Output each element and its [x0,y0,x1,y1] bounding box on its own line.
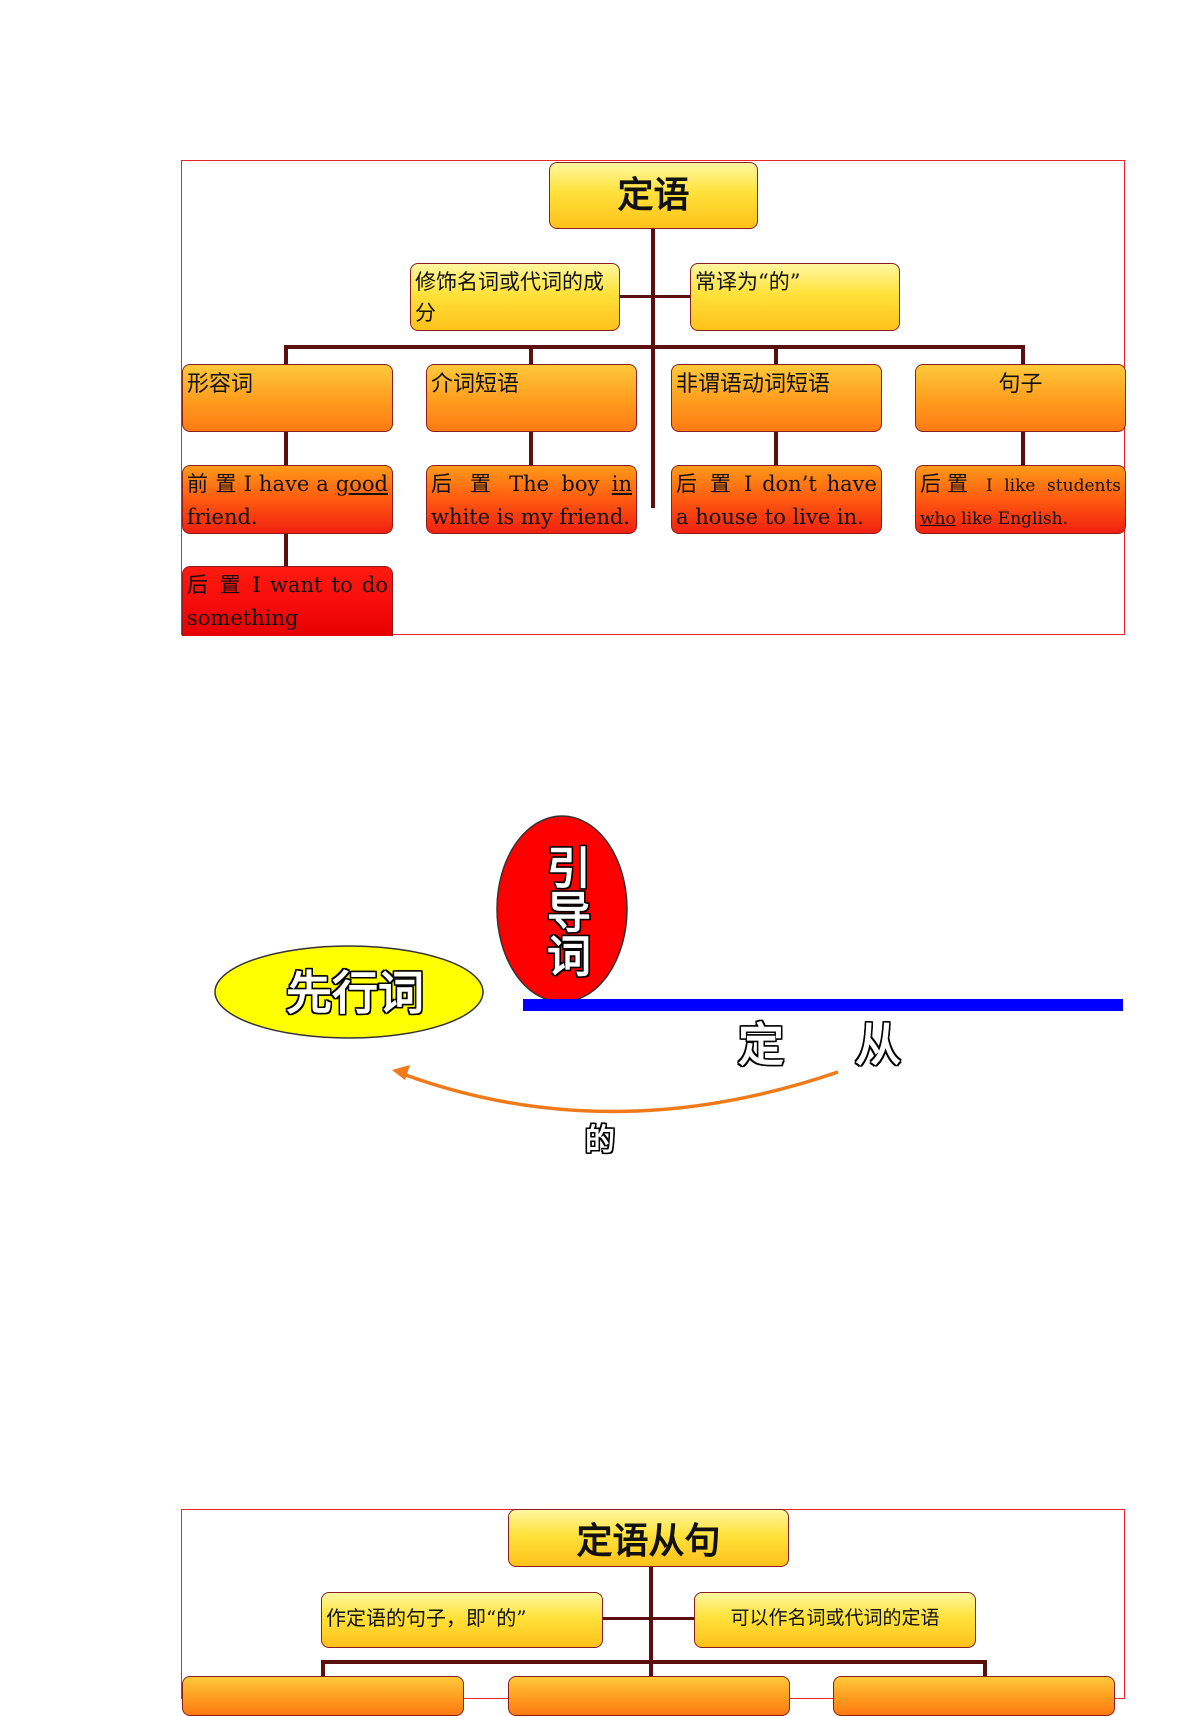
connector-cat-1 [321,1660,325,1680]
category-prepositional-phrase: 介词短语 [426,364,637,432]
connector-desc-right [651,1617,703,1620]
example-text: I like students [985,476,1122,496]
example-prefix: 后 置 [187,573,244,597]
connector-cat-4 [1021,345,1025,367]
example-tail: friend. [187,505,258,529]
connector-desc-left [602,1617,651,1620]
connector-ex-5 [284,533,288,569]
diagram-3-title: 定语从句 [508,1509,789,1567]
diagram-3-frame: 定语从句 作定语的句子，即“的” 可以作名词或代词的定语 [181,1509,1125,1716]
clause-char-2: 从 [855,1018,901,1072]
example-text: The boy [509,472,600,496]
connector-desc-right [653,295,691,298]
connector-title-trunk [651,228,655,508]
example-prefix: 前 置 [187,472,237,496]
connector-cat-2 [529,345,533,367]
antecedent-label: 先行词 [286,966,424,1020]
example-prepositional: 后 置 The boy in white is my friend. [426,465,637,534]
example-text: I want to do something interesting. [187,573,388,630]
diagram-1-frame: 定语 修饰名词或代词的成分 常译为“的” 形容词 介词短语 非谓语动词短语 句子… [181,160,1126,636]
connector-ex-1 [284,431,288,467]
meaning-arrow-head [392,1065,410,1080]
clause-char-1: 定 [738,1018,784,1072]
connector-title-trunk [649,1566,653,1706]
connector-ex-2 [529,431,533,467]
example-prefix: 后 置 [431,472,497,496]
example-tail: white is my friend. [431,505,630,529]
category-box-3 [833,1676,1115,1716]
example-adjective-post: 后 置 I want to do something interesting. [182,566,393,636]
example-prefix: 后 置 [676,472,735,496]
category-clause: 句子 [915,364,1126,432]
example-nonfinite: 后 置 I don’t have a house to live in. [671,465,882,534]
example-clause: 后置 I like students who like English. [915,465,1126,534]
clause-blue-bar [523,999,1123,1011]
example-underlined-word: good [335,472,388,496]
example-underlined-word: who [920,509,956,529]
category-nonfinite-phrase: 非谓语动词短语 [671,364,882,432]
connector-horizontal-bus [321,1660,987,1664]
example-prefix: 后置 [920,472,975,496]
desc-right-box: 常译为“的” [690,263,900,331]
connector-ex-3 [774,431,778,467]
example-tail: like English. [961,509,1068,529]
desc-right-box: 可以作名词或代词的定语 [694,1592,976,1648]
example-adjective-pre: 前 置 I have a good friend. [182,465,393,534]
connector-cat-1 [284,345,288,367]
example-text: I don’t have a house to live in. [676,472,877,529]
desc-left-box: 作定语的句子，即“的” [321,1592,603,1648]
category-adjective: 形容词 [182,364,393,432]
meaning-arrow [402,1070,839,1114]
example-underlined-word: in [611,472,632,496]
connector-horizontal-bus [284,345,1025,349]
category-box-1 [182,1676,464,1716]
connector-cat-3 [774,345,778,367]
diagram-1-title: 定语 [549,162,758,229]
connector-cat-3 [983,1660,987,1680]
meaning-label: 的 [585,1123,615,1158]
desc-left-box: 修饰名词或代词的成分 [410,263,620,331]
connector-desc-left [619,295,653,298]
example-text: I have a [243,472,329,496]
category-box-2 [508,1676,790,1716]
connector-ex-4 [1021,431,1025,467]
relative-word-label: 引导词 [539,845,590,977]
